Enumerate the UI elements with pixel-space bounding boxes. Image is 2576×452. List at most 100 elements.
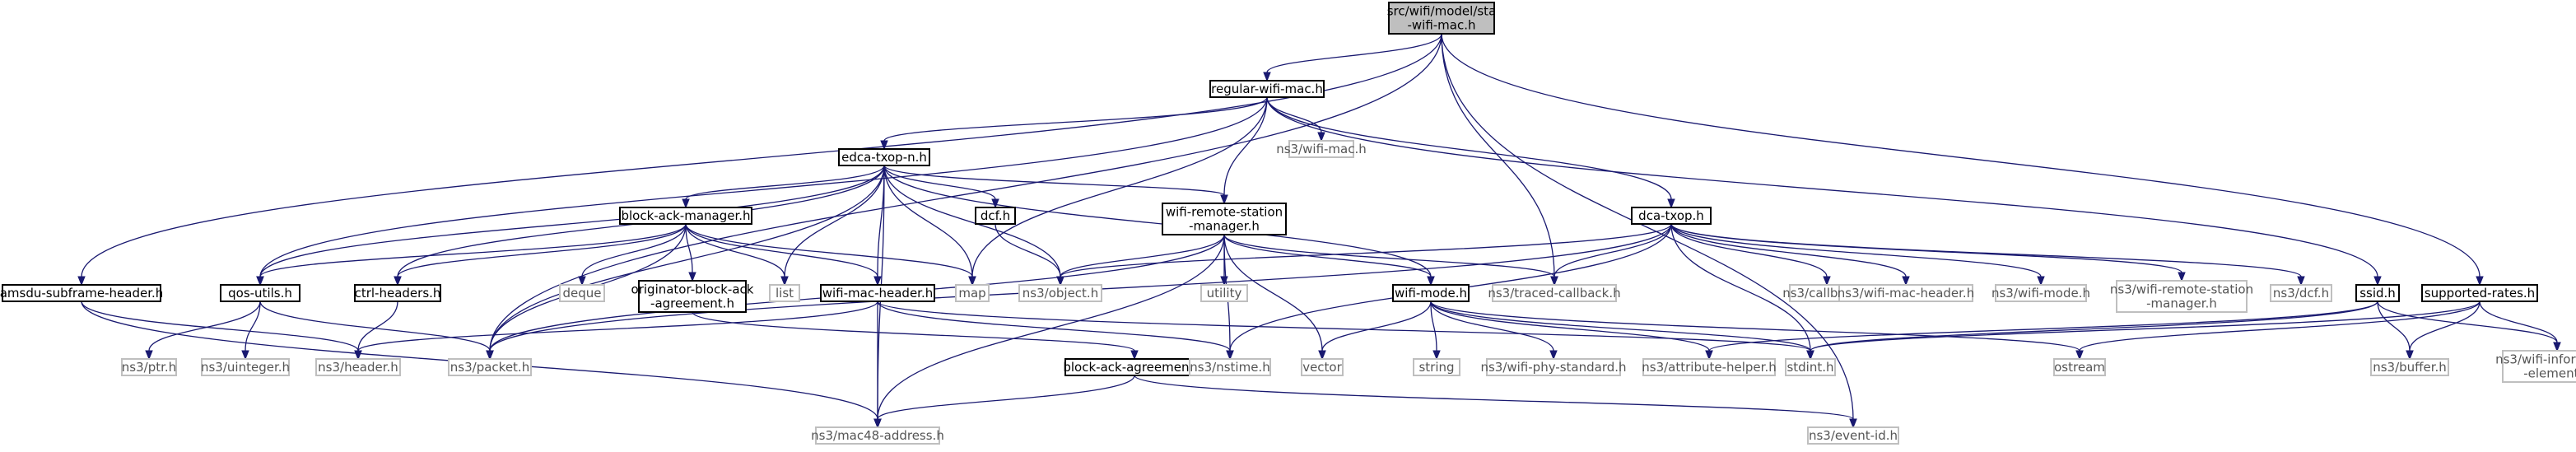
edge-line	[1670, 223, 2302, 277]
node-box	[838, 148, 930, 166]
edge-wifimode-to-stdint	[1430, 301, 1814, 361]
node-dcatx[interactable]: dca-txop.h	[1631, 207, 1712, 225]
node-regular[interactable]: regular-wifi-mac.h	[1209, 80, 1325, 98]
node-map: map	[955, 284, 990, 302]
node-box	[1807, 426, 1899, 445]
node-bam[interactable]: block-ack-manager.h	[619, 207, 752, 225]
edge-qos-to-packet	[259, 301, 494, 361]
edge-dcatx-to-traced	[1550, 223, 1672, 287]
node-label: amsdu-subframe-header.h	[0, 286, 163, 301]
node-label: ns3/mac48-address.h	[811, 428, 944, 443]
edge-wifimode-to-attr	[1430, 301, 1713, 361]
node-wrsm[interactable]: wifi-remote-station-manager.h	[1162, 203, 1287, 235]
edge-line	[1266, 33, 1442, 73]
edge-arrowhead	[1705, 350, 1713, 361]
node-wrsm3: ns3/wifi-remote-station-manager.h	[2110, 280, 2253, 313]
node-box	[1838, 284, 1973, 302]
edge-ssid-to-attr	[1705, 301, 2378, 361]
node-box	[2370, 358, 2449, 376]
node-sta[interactable]: src/wifi/model/sta-wifi-mac.h	[1387, 2, 1497, 35]
edge-arrowhead	[1823, 276, 1831, 287]
node-label: ns3/wifi-remote-station	[2110, 282, 2253, 297]
node-amsdu[interactable]: amsdu-subframe-header.h	[0, 284, 163, 302]
edge-line	[1266, 96, 2378, 277]
node-label: -element.h	[2523, 366, 2576, 381]
node-box	[1631, 207, 1712, 225]
edge-wifimode-to-string	[1430, 301, 1441, 361]
edge-dcatx-to-object	[1056, 223, 1672, 287]
node-label: wifi-mode.h	[1395, 286, 1467, 301]
edge-line	[1321, 301, 1432, 352]
node-wmode3: ns3/wifi-mode.h	[1991, 284, 2090, 302]
edge-edca-to-ctrl	[394, 165, 885, 287]
node-stdint: stdint.h	[1785, 358, 1836, 376]
node-label: block-ack-manager.h	[621, 208, 750, 223]
node-box	[2116, 280, 2248, 313]
edge-arrowhead	[873, 418, 882, 429]
node-label: ssid.h	[2359, 286, 2396, 301]
edge-arrowhead	[354, 350, 362, 361]
edge-layer	[77, 33, 2561, 429]
node-label: regular-wifi-mac.h	[1211, 82, 1323, 96]
edge-arrowhead	[1667, 198, 1675, 209]
edge-arrowhead	[1550, 276, 1558, 287]
edge-line	[1670, 223, 1828, 277]
edge-arrowhead	[578, 276, 586, 287]
edge-regular-to-ssid	[1266, 96, 2382, 287]
edge-line	[357, 301, 878, 352]
node-box	[2270, 284, 2332, 302]
edge-line	[397, 223, 687, 277]
node-label: utility	[1207, 286, 1242, 301]
node-box	[1642, 358, 1776, 376]
node-label: ns3/dcf.h	[2273, 286, 2329, 301]
edge-arrowhead	[1849, 418, 1857, 429]
node-wifimode[interactable]: wifi-mode.h	[1392, 284, 1470, 302]
edge-line	[1670, 223, 1811, 352]
node-wmh[interactable]: wifi-mac-header.h	[820, 284, 935, 302]
node-dcfh[interactable]: dcf.h	[975, 207, 1016, 225]
node-label: ns3/uinteger.h	[201, 360, 290, 375]
edge-line	[685, 223, 973, 277]
edge-arrowhead	[2406, 350, 2414, 361]
node-box	[315, 358, 401, 376]
edge-line	[1223, 234, 1323, 352]
node-label: ns3/packet.h	[450, 360, 529, 375]
node-label: originator-block-ack	[631, 282, 754, 297]
node-qos[interactable]: qos-utils.h	[220, 284, 300, 302]
node-box	[1189, 358, 1271, 376]
edge-line	[877, 301, 1811, 352]
node-box	[1413, 358, 1460, 376]
node-box	[1301, 358, 1344, 376]
node-label: src/wifi/model/sta	[1387, 4, 1497, 19]
node-oba[interactable]: originator-block-ack-agreement.h	[631, 280, 754, 313]
node-edca[interactable]: edca-txop-n.h	[838, 148, 930, 166]
edge-line	[259, 165, 885, 277]
edge-line	[1810, 301, 2378, 352]
node-supp[interactable]: supported-rates.h	[2421, 284, 2538, 302]
edge-wifimode-to-phystd	[1430, 301, 1558, 361]
edge-sta-to-supp	[1441, 33, 2484, 287]
node-deque: deque	[559, 284, 605, 302]
node-ssid[interactable]: ssid.h	[2355, 284, 2400, 302]
edge-dcatx-to-wmh3	[1670, 223, 1910, 287]
node-wie: ns3/wifi-information-element.h	[2495, 350, 2576, 383]
edge-line	[1441, 33, 2481, 277]
node-label: ns3/wifi-mac.h	[1276, 142, 1367, 156]
node-label: ns3/event-id.h	[1809, 428, 1898, 443]
edge-arrowhead	[682, 198, 690, 209]
node-label: list	[776, 286, 794, 301]
node-wmh3: ns3/wifi-mac-header.h	[1838, 284, 1974, 302]
node-label: ns3/ptr.h	[122, 360, 176, 375]
edge-line	[1430, 301, 2080, 352]
edge-line	[685, 223, 693, 273]
edge-line	[883, 165, 1225, 196]
edge-line	[357, 301, 398, 352]
edge-arrowhead	[2075, 350, 2084, 361]
edge-line	[1223, 234, 1555, 277]
node-ctrl[interactable]: ctrl-headers.h	[354, 284, 441, 302]
edge-arrowhead	[1432, 350, 1441, 361]
node-utility: utility	[1200, 284, 1248, 302]
edge-line	[883, 165, 996, 200]
node-baa[interactable]: block-ack-agreement.h	[1063, 358, 1206, 376]
edge-line	[685, 223, 878, 277]
